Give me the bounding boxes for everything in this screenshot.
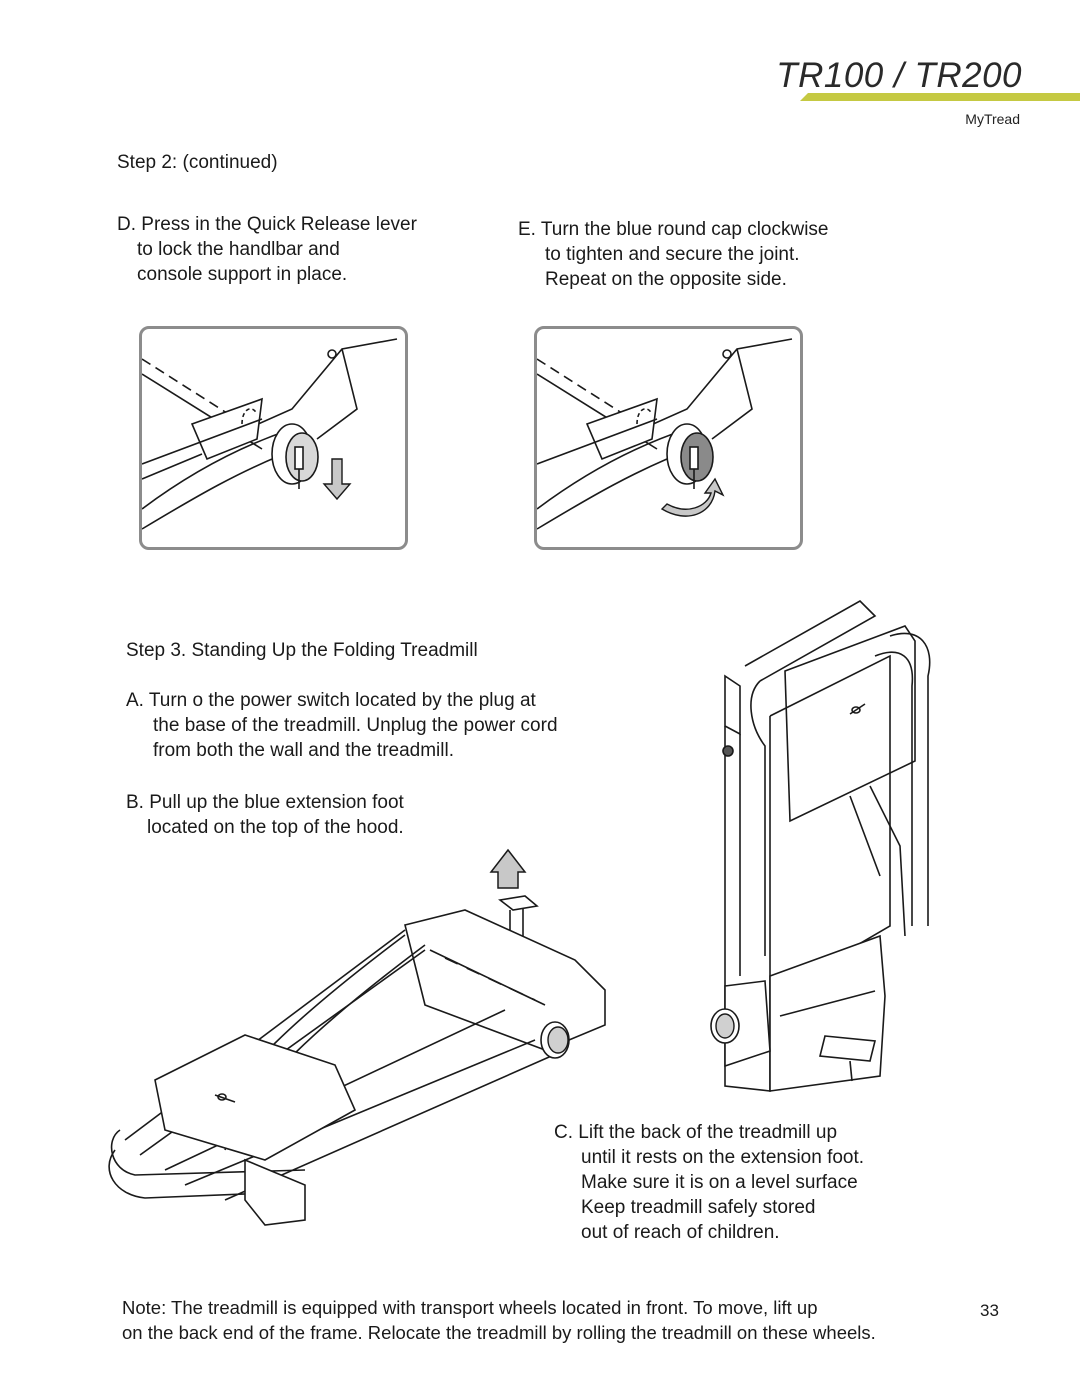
step3-item-b: B. Pull up the blue extension foot locat… — [126, 790, 404, 840]
item-d-line: D. Press in the Quick Release lever — [117, 214, 417, 235]
item-b-line: B. Pull up the blue extension foot — [126, 792, 404, 813]
lift-rotation-arrow-icon — [628, 648, 698, 728]
item-a-line: the base of the treadmill. Unplug the po… — [153, 715, 558, 736]
item-e-line: Repeat on the opposite side. — [545, 269, 787, 290]
item-e-line: E. Turn the blue round cap clockwise — [518, 219, 829, 240]
item-c-line: C. Lift the back of the treadmill up — [554, 1122, 838, 1143]
page-number: 33 — [980, 1301, 999, 1320]
item-c-line: out of reach of children. — [581, 1222, 780, 1243]
note-line-2: on the back end of the frame. Relocate t… — [122, 1322, 876, 1343]
step2-item-d: D. Press in the Quick Release lever to l… — [117, 212, 417, 287]
item-b-line: located on the top of the hood. — [147, 817, 404, 838]
item-a-line: from both the wall and the treadmill. — [153, 740, 454, 761]
item-c-line: Keep treadmill safely stored — [581, 1197, 816, 1218]
standing-treadmill-illustration — [710, 600, 931, 1092]
step3-item-c: C. Lift the back of the treadmill up unt… — [554, 1120, 864, 1245]
item-d-line: to lock the handlbar and — [137, 239, 340, 260]
step2-item-e: E. Turn the blue round cap clockwise to … — [518, 217, 829, 292]
round-cap-drawing — [537, 338, 793, 530]
item-a-line: A. Turn o the power switch located by th… — [126, 690, 536, 711]
item-e-line: to tighten and secure the joint. — [545, 244, 800, 265]
brand-label: MyTread — [965, 111, 1020, 127]
step3-item-a: A. Turn o the power switch located by th… — [126, 688, 558, 763]
model-title: TR100 / TR200 — [776, 56, 1022, 95]
step3-heading: Step 3. Standing Up the Folding Treadmil… — [126, 640, 478, 661]
header-accent-rule — [800, 93, 1080, 101]
step2-heading: Step 2: (continued) — [117, 152, 278, 173]
item-c-line: Make sure it is on a level surface — [581, 1172, 858, 1193]
illustration-round-cap-clockwise — [534, 326, 803, 550]
item-d-line: console support in place. — [137, 264, 348, 285]
note-line-1: Note: The treadmill is equipped with tra… — [122, 1297, 818, 1318]
folded-treadmill-flat-illustration — [108, 848, 606, 1226]
illustration-quick-release-lever — [139, 326, 408, 550]
quick-release-drawing — [142, 338, 398, 530]
item-c-line: until it rests on the extension foot. — [581, 1147, 865, 1168]
